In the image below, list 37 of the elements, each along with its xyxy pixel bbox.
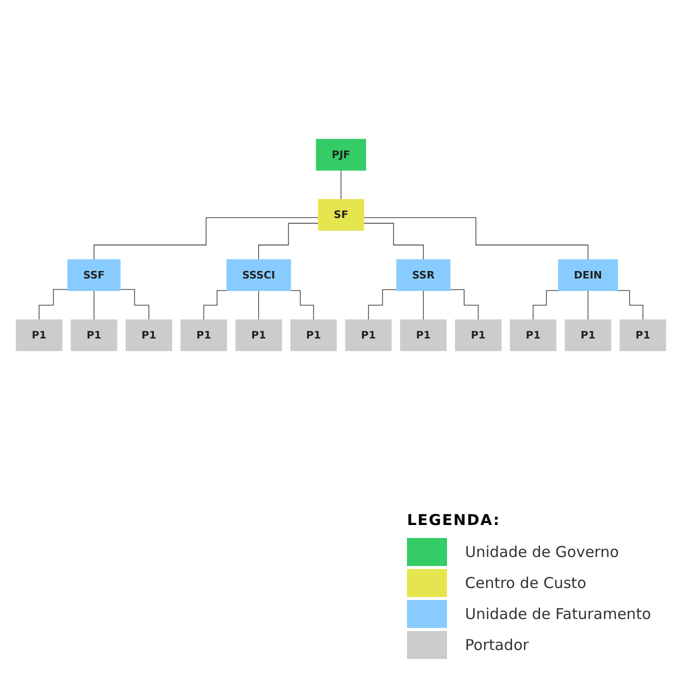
node-box: P1	[509, 319, 556, 352]
node-box: P1	[234, 319, 282, 352]
legend-text: Unidade de Faturamento	[465, 605, 651, 623]
node-box: SSSCI	[226, 259, 290, 291]
connector	[93, 217, 318, 260]
node-box: P1	[400, 319, 446, 352]
node-box: P1	[125, 319, 172, 352]
connector	[616, 290, 643, 320]
legend-heading: LEGENDA:	[407, 511, 500, 529]
connector	[532, 290, 560, 320]
connector	[368, 289, 396, 320]
node-box: DEIN	[558, 259, 618, 291]
connector	[93, 290, 94, 320]
connector	[258, 222, 318, 260]
connector	[422, 290, 424, 320]
node-box: P1	[564, 319, 611, 352]
connector	[119, 289, 149, 320]
node-box: P1	[619, 319, 666, 352]
connector	[587, 290, 588, 320]
node-box: P1	[70, 319, 117, 352]
node-box: P1	[290, 319, 336, 352]
legend-text: Unidade de Governo	[465, 543, 619, 561]
node-box: SF	[317, 199, 364, 231]
node-box: PJF	[315, 138, 366, 171]
connector	[38, 289, 68, 320]
connector	[449, 289, 478, 320]
node-box: P1	[344, 319, 392, 352]
node-box: P1	[180, 319, 227, 352]
legend-text: Centro de Custo	[465, 574, 586, 592]
connector	[362, 217, 588, 260]
connector	[340, 170, 341, 200]
node-box: SSR	[396, 259, 450, 291]
legend-text: Portador	[465, 636, 529, 654]
node-box: P1	[15, 319, 62, 352]
node-box: SSF	[66, 259, 120, 291]
connector	[362, 222, 424, 260]
node-box: P1	[454, 319, 501, 352]
